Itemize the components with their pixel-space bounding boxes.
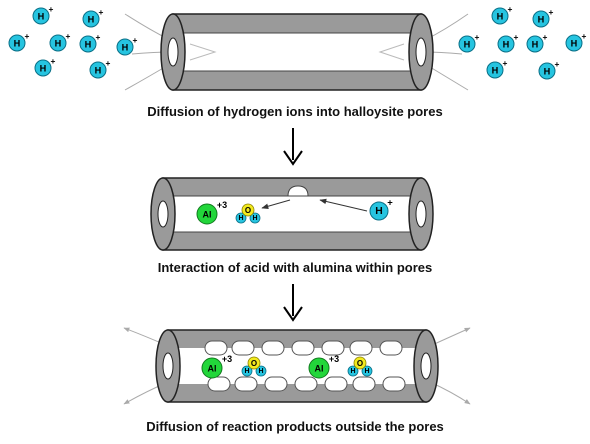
hydrogen-ion: H+ bbox=[89, 58, 111, 79]
hydrogen-label: H bbox=[55, 39, 62, 49]
aluminum-charge-label: +3 bbox=[329, 354, 339, 364]
reaction-arrow bbox=[261, 199, 291, 209]
reaction-arrow bbox=[319, 198, 368, 212]
charge-label: + bbox=[99, 7, 104, 17]
hydrogen-label: H bbox=[492, 66, 499, 76]
hydrogen-label: H bbox=[258, 368, 263, 375]
etched-pits bbox=[204, 340, 406, 392]
hydrogen-ion: H+ bbox=[458, 32, 480, 53]
hydrogen-label: H bbox=[122, 43, 129, 53]
hydrogen-label: H bbox=[532, 40, 539, 50]
hydrogen-ion: H+ bbox=[497, 32, 519, 53]
hydrogen-ion: H+ bbox=[32, 4, 54, 25]
hydrogen-label: H bbox=[364, 368, 369, 375]
hydrogen-label: H bbox=[497, 12, 504, 22]
charge-label: + bbox=[508, 4, 513, 14]
hydrogen-ion: H+ bbox=[34, 56, 56, 77]
aluminum-ion: Al +3 bbox=[201, 354, 232, 379]
hydrogen-label: H bbox=[238, 215, 243, 222]
step-1-caption: Diffusion of hydrogen ions into halloysi… bbox=[147, 104, 443, 119]
aluminum-charge-label: +3 bbox=[217, 200, 227, 210]
entry-arrow bbox=[189, 43, 217, 61]
charge-label: + bbox=[25, 31, 30, 41]
hydrogen-ion: H+ bbox=[532, 7, 554, 28]
hydrogen-ion: H+ bbox=[369, 198, 393, 221]
hydrogen-label: H bbox=[350, 368, 355, 375]
water-molecule: H HO bbox=[235, 203, 261, 224]
aluminum-ion: Al +3 bbox=[196, 200, 227, 225]
hydrogen-ion: H+ bbox=[565, 31, 587, 52]
hydrogen-label: H bbox=[503, 40, 510, 50]
charge-label: + bbox=[503, 58, 508, 68]
hydrogen-label: H bbox=[95, 66, 102, 76]
charge-label: + bbox=[543, 32, 548, 42]
hydrogen-label: H bbox=[544, 67, 551, 77]
entry-arrow bbox=[378, 43, 405, 61]
hydrogen-label: H bbox=[571, 39, 578, 49]
aluminum-label: Al bbox=[208, 364, 217, 374]
hydrogen-label: H bbox=[252, 215, 257, 222]
hydrogen-ion-group-left: H+H+H+H+H+H+H+H+ bbox=[8, 4, 138, 79]
charge-label: + bbox=[582, 31, 587, 41]
hydrogen-label: H bbox=[38, 12, 45, 22]
hydrogen-ion: H+ bbox=[116, 35, 138, 56]
aluminum-label: Al bbox=[315, 364, 324, 374]
step-3-caption: Diffusion of reaction products outside t… bbox=[146, 419, 444, 434]
hydrogen-label: H bbox=[244, 368, 249, 375]
charge-label: + bbox=[66, 31, 71, 41]
hydrogen-ion: H+ bbox=[526, 32, 548, 53]
halloysite-tube bbox=[150, 177, 434, 251]
hydrogen-label: H bbox=[85, 40, 92, 50]
hydrogen-ion: H+ bbox=[49, 31, 71, 52]
charge-label: + bbox=[96, 32, 101, 42]
hydrogen-ion: H+ bbox=[486, 58, 508, 79]
oxygen-label: O bbox=[245, 206, 251, 215]
aluminum-charge-label: +3 bbox=[222, 354, 232, 364]
step-2-caption: Interaction of acid with alumina within … bbox=[157, 260, 433, 275]
charge-label: + bbox=[133, 35, 138, 45]
halloysite-tube bbox=[155, 329, 439, 403]
hydrogen-label: H bbox=[14, 39, 21, 49]
charge-label: + bbox=[514, 32, 519, 42]
charge-label: + bbox=[555, 59, 560, 69]
oxygen-label: O bbox=[357, 359, 363, 368]
charge-label: + bbox=[387, 198, 393, 209]
hydrogen-label: H bbox=[464, 40, 471, 50]
hydrogen-label: H bbox=[538, 15, 545, 25]
water-molecule: H HO bbox=[241, 356, 267, 377]
aluminum-label: Al bbox=[203, 210, 212, 220]
hydrogen-ion: H+ bbox=[538, 59, 560, 80]
charge-label: + bbox=[49, 4, 54, 14]
down-arrow-icon bbox=[283, 128, 303, 166]
hydrogen-label: H bbox=[88, 15, 95, 25]
panel-1: H+H+H+H+H+H+H+H+ H+H+H+H+H+H+H+H+ bbox=[8, 4, 587, 91]
hydrogen-ion: H+ bbox=[491, 4, 513, 25]
down-arrow-icon bbox=[283, 284, 303, 322]
hydrogen-ion: H+ bbox=[79, 32, 101, 53]
halloysite-tube bbox=[160, 13, 434, 91]
water-molecule: H HO bbox=[347, 356, 373, 377]
hydrogen-ion-group-right: H+H+H+H+H+H+H+H+ bbox=[458, 4, 587, 80]
charge-label: + bbox=[475, 32, 480, 42]
oxygen-label: O bbox=[251, 359, 257, 368]
charge-label: + bbox=[51, 56, 56, 66]
hydrogen-label: H bbox=[40, 64, 47, 74]
aluminum-ion: Al +3 bbox=[308, 354, 339, 379]
hydrogen-label: H bbox=[375, 206, 382, 217]
charge-label: + bbox=[106, 58, 111, 68]
hydrogen-ion: H+ bbox=[8, 31, 30, 52]
hydrogen-ion: H+ bbox=[82, 7, 104, 28]
charge-label: + bbox=[549, 7, 554, 17]
